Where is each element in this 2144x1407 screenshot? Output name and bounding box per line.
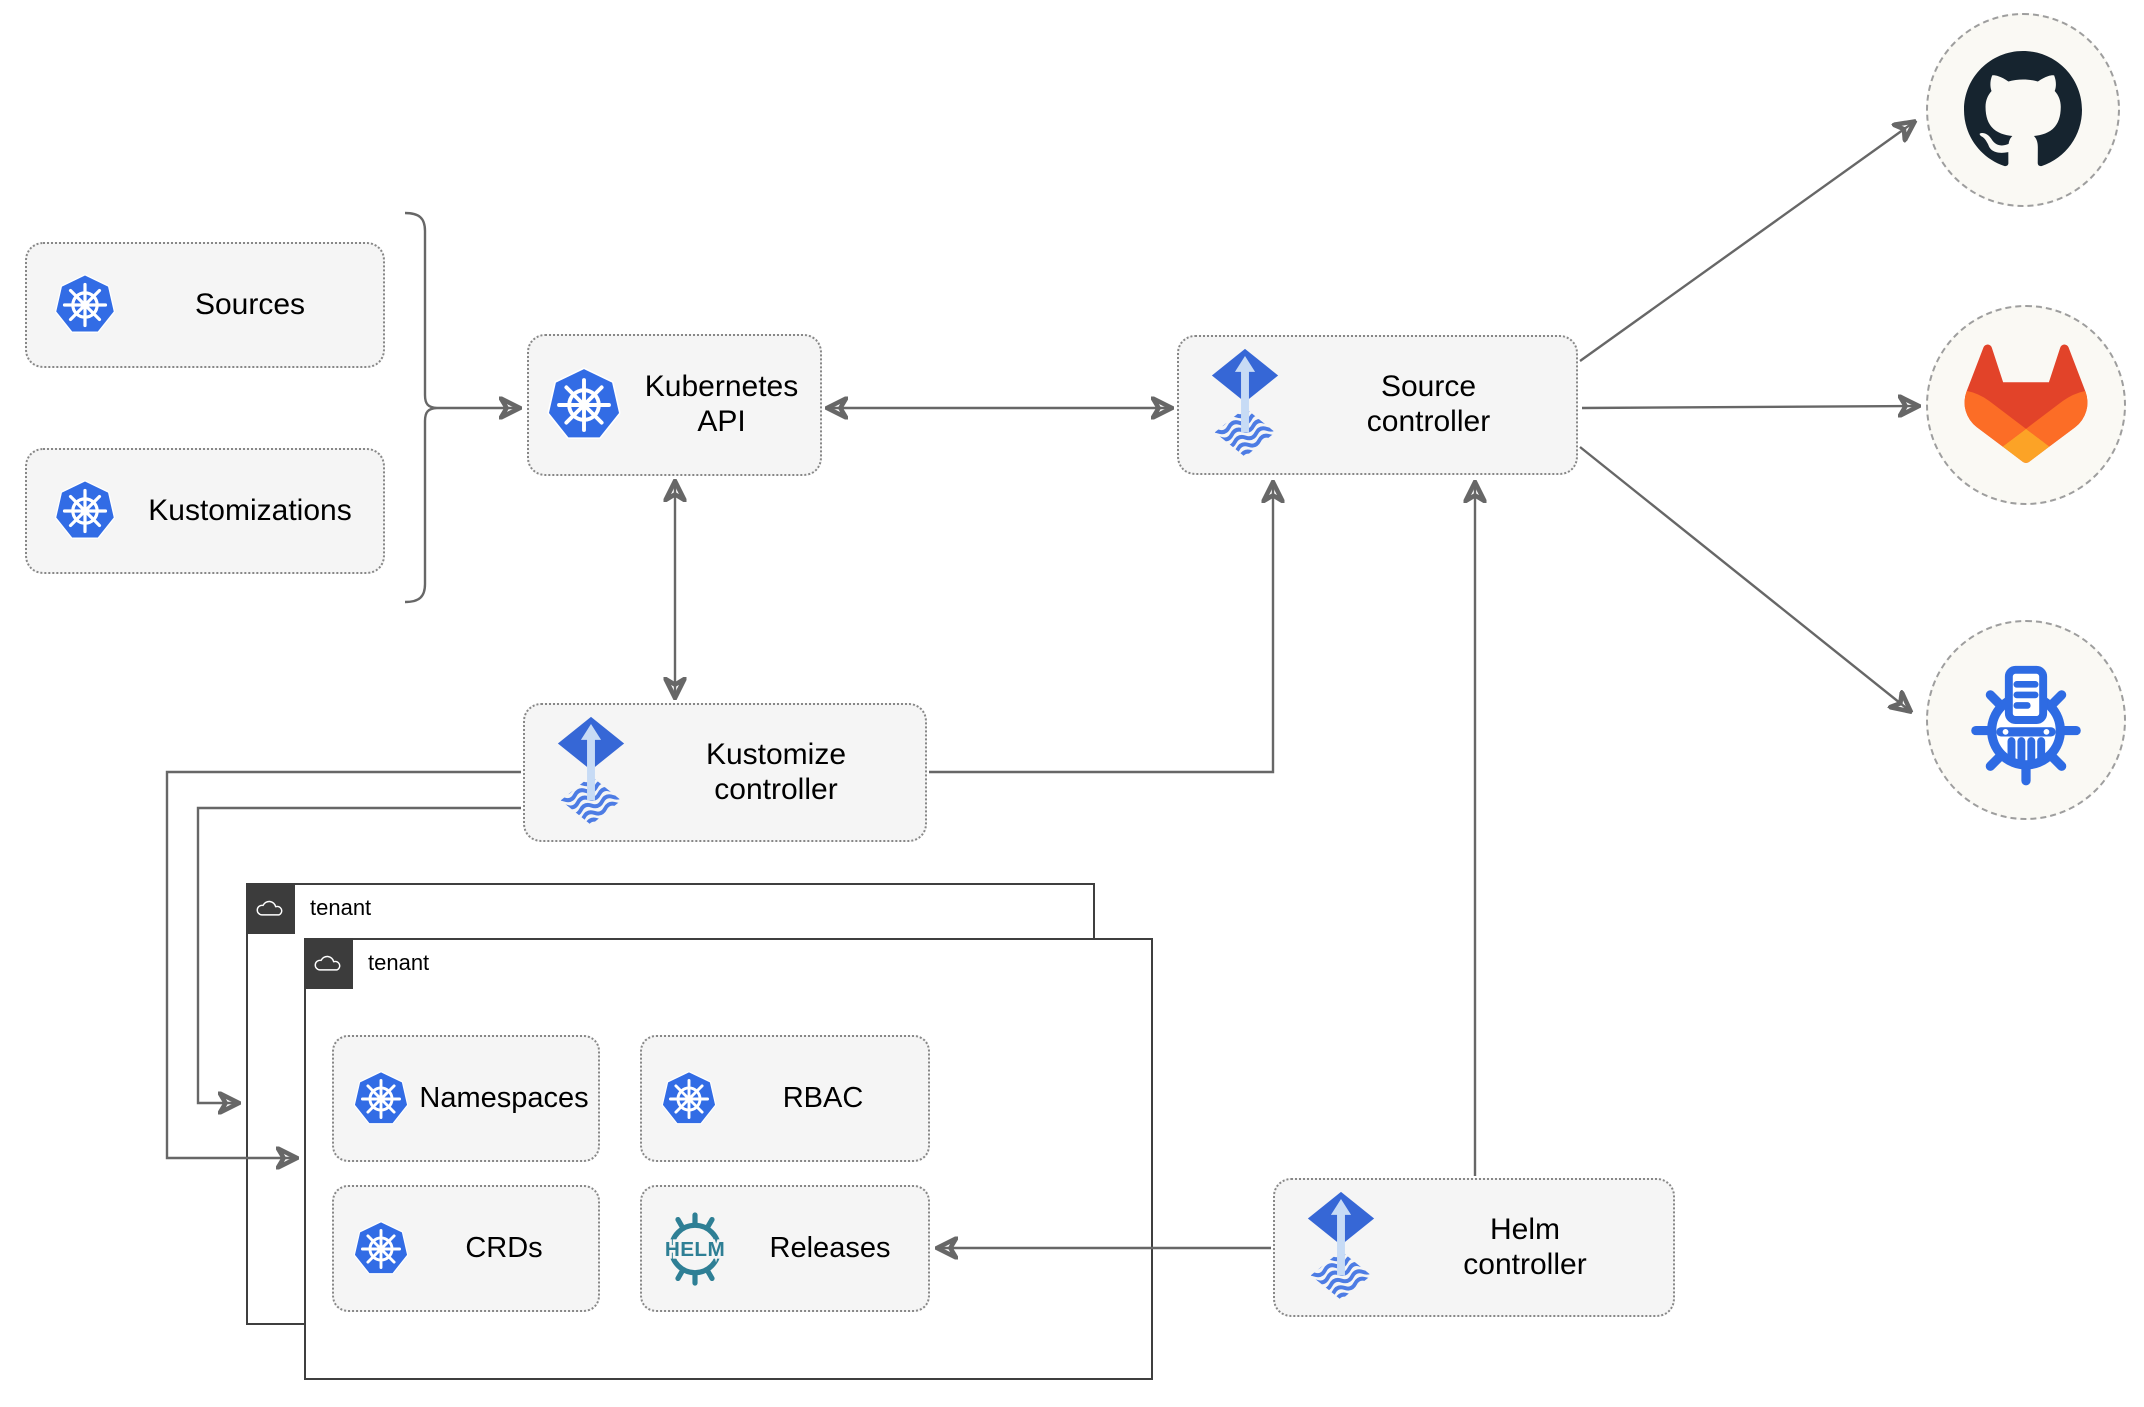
tenant-back-tab xyxy=(245,882,295,934)
node-kustomize-controller-label: Kustomize controller xyxy=(705,737,847,806)
cloud-icon xyxy=(254,897,286,920)
edge-source-chartmuseum xyxy=(1579,446,1910,711)
kubernetes-icon xyxy=(352,1070,410,1128)
node-rbac-label: RBAC xyxy=(782,1081,864,1114)
remote-gitlab[interactable] xyxy=(1926,305,2126,505)
tenant-front-label: tenant xyxy=(368,950,430,975)
node-helm-controller-label: Helm controller xyxy=(1463,1212,1587,1281)
flux-icon xyxy=(555,715,627,831)
node-crds[interactable]: CRDs xyxy=(332,1185,600,1312)
node-source-controller-label: Source controller xyxy=(1366,370,1491,438)
node-sources-label: Sources xyxy=(194,287,306,321)
kubernetes-icon xyxy=(53,273,117,337)
github-icon xyxy=(1964,51,2082,169)
node-source-controller[interactable]: Source controller xyxy=(1177,335,1578,475)
edge-bracket xyxy=(404,211,438,604)
node-releases[interactable]: Releases xyxy=(640,1185,930,1312)
kubernetes-icon xyxy=(660,1070,718,1128)
chartmuseum-icon xyxy=(1960,654,2092,786)
remote-chartmuseum[interactable] xyxy=(1926,620,2126,820)
cloud-icon xyxy=(312,952,344,975)
kubernetes-icon xyxy=(545,366,623,444)
tenant-front-tab xyxy=(303,937,353,989)
edge-source-gitlab xyxy=(1581,406,1918,408)
node-kustomizations[interactable]: Kustomizations xyxy=(25,448,385,574)
node-namespaces-label: Namespaces xyxy=(419,1081,589,1114)
flux-icon xyxy=(1305,1190,1377,1306)
edge-source-github xyxy=(1579,122,1914,362)
tenant-back-label: tenant xyxy=(310,895,372,920)
node-sources[interactable]: Sources xyxy=(25,242,385,368)
node-kubernetes-api-label: Kubernetes API xyxy=(644,370,799,438)
helm-icon xyxy=(658,1212,732,1286)
kubernetes-icon xyxy=(53,479,117,543)
node-helm-controller[interactable]: Helm controller xyxy=(1273,1178,1675,1317)
node-kustomizations-label: Kustomizations xyxy=(148,493,352,527)
edge-kustomize-source xyxy=(929,483,1273,774)
flux-icon xyxy=(1209,347,1281,463)
gitlab-icon xyxy=(1963,341,2089,469)
remote-github[interactable] xyxy=(1926,13,2120,207)
node-rbac[interactable]: RBAC xyxy=(640,1035,930,1162)
node-releases-label: Releases xyxy=(769,1231,891,1264)
node-kustomize-controller[interactable]: Kustomize controller xyxy=(523,703,927,842)
kubernetes-icon xyxy=(352,1220,410,1278)
node-crds-label: CRDs xyxy=(465,1231,543,1264)
node-kubernetes-api[interactable]: Kubernetes API xyxy=(527,334,822,476)
node-namespaces[interactable]: Namespaces xyxy=(332,1035,600,1162)
